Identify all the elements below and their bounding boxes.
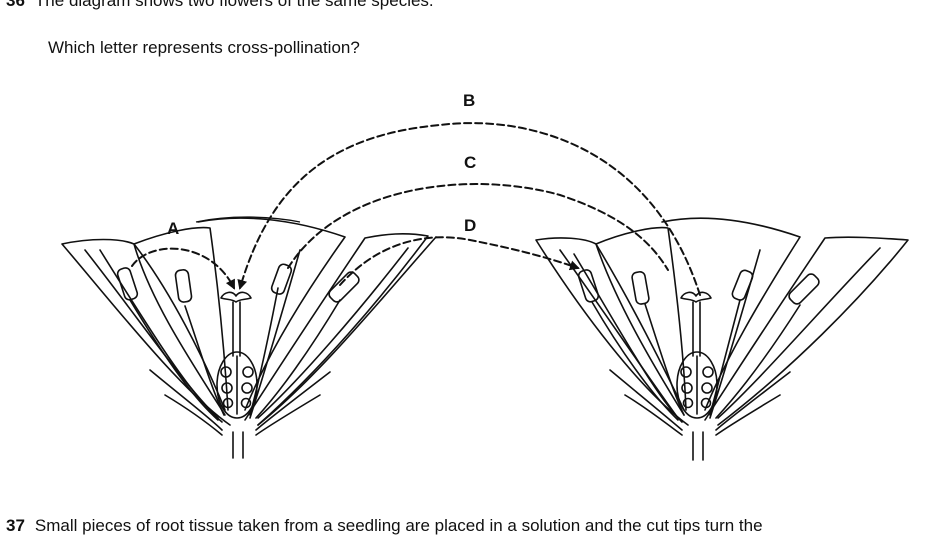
right-petal-right — [704, 236, 909, 426]
left-filament-1 — [129, 299, 219, 421]
next-question-text: 37 Small pieces of root tissue taken from… — [6, 516, 763, 536]
arrow-b — [237, 122, 701, 296]
label-d: D — [464, 216, 476, 235]
question-stem: The diagram shows two flowers of the sam… — [34, 0, 434, 10]
left-petal-line-4 — [257, 247, 409, 419]
left-ovule-1 — [220, 366, 232, 378]
label-a-leader — [195, 216, 301, 223]
right-petal-back — [661, 217, 801, 411]
right-ovule-2 — [681, 382, 693, 394]
arrow-a — [131, 247, 235, 290]
right-filament-3 — [709, 299, 741, 416]
left-petal-outer-right — [257, 236, 437, 426]
right-filament-2 — [644, 303, 685, 416]
left-petal-line-3 — [249, 249, 301, 419]
left-sepal-right — [255, 371, 331, 431]
right-stigma — [680, 291, 712, 303]
right-sepal-right — [715, 371, 791, 431]
left-anther-3 — [270, 263, 293, 295]
right-ovary — [676, 351, 718, 419]
right-ovule-3 — [682, 397, 694, 409]
right-anther-4 — [788, 273, 820, 305]
left-ovule-2 — [221, 382, 233, 394]
left-filament-3 — [249, 287, 279, 416]
left-ovule-5 — [241, 382, 253, 394]
left-sepal-right-2 — [255, 394, 321, 436]
label-c: C — [464, 153, 476, 172]
right-anther-1 — [577, 269, 600, 303]
right-petal-line-2 — [573, 253, 683, 423]
label-b: B — [463, 91, 475, 110]
right-filament-1 — [591, 301, 679, 421]
left-style — [232, 301, 241, 357]
left-ovule-4 — [242, 366, 254, 378]
left-anther-4 — [328, 271, 360, 303]
right-filament-4 — [715, 304, 801, 419]
right-sepal-right-2 — [715, 394, 781, 436]
right-stalk — [692, 431, 704, 461]
right-petal-left — [595, 226, 687, 416]
left-petal-line-2 — [99, 249, 223, 423]
right-petal-outer-left — [535, 237, 689, 426]
right-flower — [535, 217, 909, 461]
left-stigma — [220, 291, 252, 303]
right-style — [692, 301, 701, 357]
left-filament-2 — [184, 305, 225, 416]
left-petal-outer-left — [61, 238, 231, 426]
left-petal-left — [133, 226, 229, 416]
left-sepal-left — [149, 369, 223, 431]
right-anther-2 — [631, 271, 650, 305]
right-petal-line-1 — [559, 249, 679, 419]
right-anther-3 — [731, 269, 754, 301]
left-anther-2 — [174, 269, 193, 303]
question-number: 36 — [6, 0, 25, 10]
right-ovule-4 — [702, 366, 714, 378]
left-flower — [61, 217, 437, 459]
right-ovule-1 — [680, 366, 692, 378]
question-prompt: Which letter represents cross-pollinatio… — [48, 38, 360, 57]
arrow-c — [287, 183, 669, 271]
right-ovule-6 — [700, 397, 712, 409]
left-filament-4 — [255, 299, 341, 419]
right-petal-line-4 — [717, 247, 881, 419]
question-number: 37 — [6, 516, 25, 535]
right-ovule-5 — [701, 382, 713, 394]
label-a: A — [167, 219, 179, 238]
right-sepal-left — [609, 369, 683, 431]
left-stalk — [232, 431, 244, 459]
previous-question-text: 36 The diagram shows two flowers of the s… — [6, 0, 434, 11]
left-anther-1 — [116, 267, 139, 301]
left-petal-right — [244, 233, 429, 426]
question-stem: Small pieces of root tissue taken from a… — [34, 516, 763, 535]
left-ovary — [216, 351, 258, 419]
left-sepal-left-2 — [164, 394, 223, 436]
left-ovule-3 — [222, 397, 234, 409]
arrow-d — [339, 236, 580, 286]
right-sepal-left-2 — [624, 394, 683, 436]
left-ovule-6 — [240, 397, 252, 409]
